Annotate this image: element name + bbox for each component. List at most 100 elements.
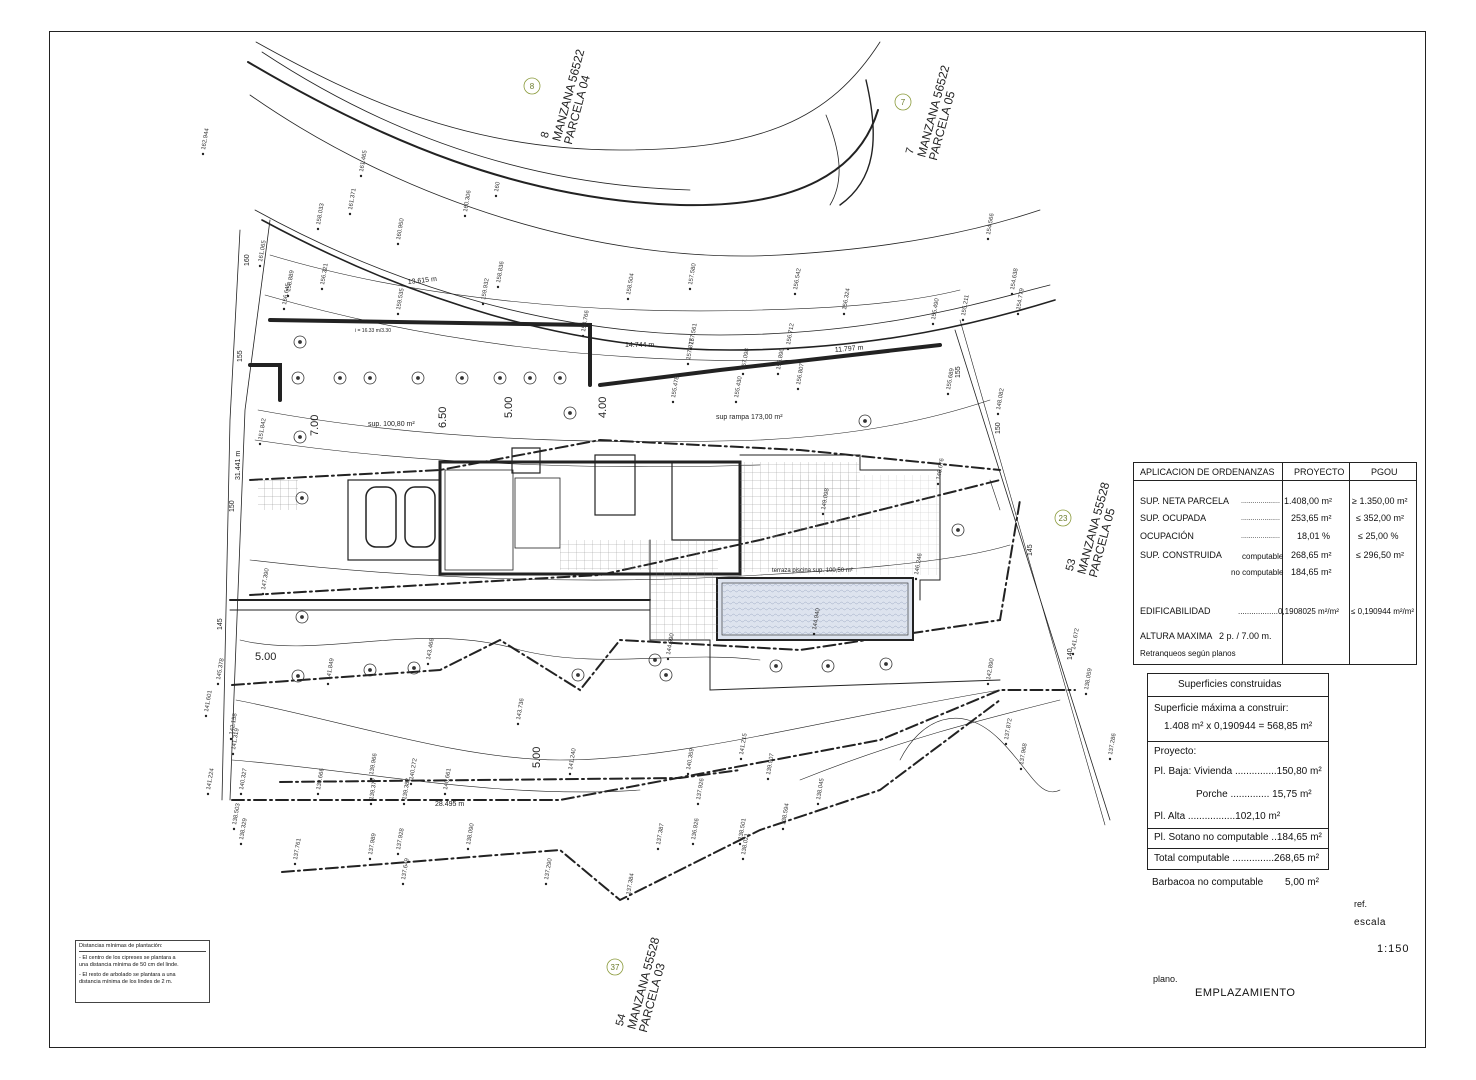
elevation-label: 143.466 — [426, 637, 436, 660]
elevation-point — [686, 362, 690, 366]
tree-icon — [563, 406, 577, 420]
elevation-label: 137.989 — [368, 832, 378, 855]
elevation-point — [282, 307, 286, 311]
elevation-point — [359, 174, 363, 178]
elevation-label: 161.371 — [348, 187, 358, 210]
dimension: 6.50 — [437, 407, 449, 428]
pool-water — [722, 583, 908, 635]
ordinance-header: PGOU — [1371, 467, 1398, 477]
tree-trunk — [416, 376, 420, 380]
elevation-label: 160.306 — [463, 189, 473, 212]
elevation-label: 155.689 — [946, 367, 956, 390]
tree-icon — [769, 659, 783, 673]
elevation-label: 139.382 — [402, 777, 412, 800]
elevation-label: 137.872 — [1004, 717, 1014, 740]
terrace-paving — [560, 540, 650, 570]
road-curb-2 — [825, 114, 840, 206]
row-proyecto: 184,65 m² — [1291, 567, 1332, 577]
plano-value: EMPLAZAMIENTO — [1195, 987, 1296, 999]
elevation-point — [201, 152, 205, 156]
row-sub: no computable — [1231, 568, 1284, 577]
length-label: 14.744 m — [625, 342, 654, 349]
elevation-point — [626, 897, 630, 901]
elevation-label: 157.877 — [686, 337, 696, 360]
elevation-label: 158.504 — [626, 272, 636, 295]
contour — [239, 638, 761, 661]
tree-icon — [295, 491, 309, 505]
wall — [268, 318, 592, 387]
elevation-label: 141.215 — [739, 732, 749, 755]
garage — [347, 479, 441, 561]
note-line: distancia mínima de los lindes de 2 m. — [79, 979, 173, 985]
plot-boundary-2 — [221, 229, 241, 801]
elevation-label: 138.501 — [738, 817, 748, 840]
elevation-label: 154.566 — [986, 212, 996, 235]
elevation-label: 151.842 — [258, 417, 268, 440]
utility-line — [231, 499, 1021, 692]
elevation-label: 137.928 — [396, 827, 406, 850]
elevation-label: 137.926 — [696, 777, 706, 800]
drawing-frame — [49, 31, 1426, 1048]
elevation-label: 156.645 — [282, 282, 292, 305]
elevation-label: 158.889 — [286, 269, 296, 292]
elevation-label: 155.211 — [961, 294, 971, 317]
elevation-label: 140.327 — [239, 767, 249, 790]
neighbor-circle-label: 8 — [530, 82, 535, 91]
contour-label: 155 — [955, 366, 962, 378]
car — [404, 486, 436, 548]
elevation-point — [402, 802, 406, 806]
planting-note: Distancias mínimas de plantación: - El c… — [75, 940, 210, 1003]
tree-icon — [411, 371, 425, 385]
row-pgou: ≥ 1.350,00 m² — [1352, 496, 1408, 506]
tree-trunk — [300, 496, 304, 500]
row-sub: .................... — [1241, 515, 1280, 522]
elevation-label: 138.059 — [1084, 667, 1094, 690]
row-label: SUP. CONSTRUIDA — [1140, 550, 1222, 560]
altura-label: ALTURA MAXIMA — [1140, 631, 1213, 641]
ordinance-header: PROYECTO — [1294, 467, 1345, 477]
elevation-point — [816, 802, 820, 806]
note-line: - El resto de arbolado se plantara a una — [79, 972, 176, 978]
elevation-point — [258, 442, 262, 446]
elevation-point — [409, 782, 413, 786]
road-edge-outer — [255, 41, 881, 151]
tree-trunk — [528, 376, 532, 380]
plot-boundary — [229, 219, 1111, 821]
elevation-point — [348, 212, 352, 216]
tree-trunk — [296, 674, 300, 678]
elevation-point — [739, 757, 743, 761]
note-title: Distancias mínimas de plantación: — [79, 943, 206, 952]
elevation-label: 137.968 — [1019, 742, 1029, 765]
tree-trunk — [368, 376, 372, 380]
contour — [799, 699, 1061, 781]
tree-icon — [455, 371, 469, 385]
elevation-point — [626, 297, 630, 301]
elevation-point — [961, 318, 965, 322]
elevation-point — [656, 847, 660, 851]
elevation-label: 147.390 — [261, 567, 271, 590]
car — [365, 486, 397, 548]
tree-row — [291, 335, 965, 683]
elevation-point — [914, 577, 918, 581]
neighbor-circle-label: 37 — [611, 963, 620, 972]
elevation-label: 137.384 — [626, 872, 636, 895]
surfaces-table: Superficies construidas Superficie máxim… — [1147, 673, 1329, 870]
barbacoa-label: Barbacoa no computable — [1152, 877, 1264, 888]
elevation-point — [396, 312, 400, 316]
elevation-label: 155.430 — [734, 375, 744, 398]
tree-trunk — [884, 662, 888, 666]
elevation-label: 142.890 — [986, 657, 996, 680]
elevation-label: 155.490 — [931, 297, 941, 320]
elevation-point — [496, 285, 500, 289]
elevation-label: 155.478 — [671, 375, 681, 398]
elevation-point — [369, 777, 373, 781]
elevation-point — [796, 387, 800, 391]
ramp-note: i = 16.33 m/3.30 — [355, 328, 391, 334]
elevation-point — [369, 802, 373, 806]
length-label: 31.441 m — [235, 451, 242, 480]
surfaces-row: Porche .............. 15,75 m² — [1196, 789, 1312, 800]
elevation-label: 160 — [494, 181, 502, 193]
neighbor-number: 54 — [614, 1012, 629, 1027]
dimension: 5.00 — [531, 747, 543, 768]
